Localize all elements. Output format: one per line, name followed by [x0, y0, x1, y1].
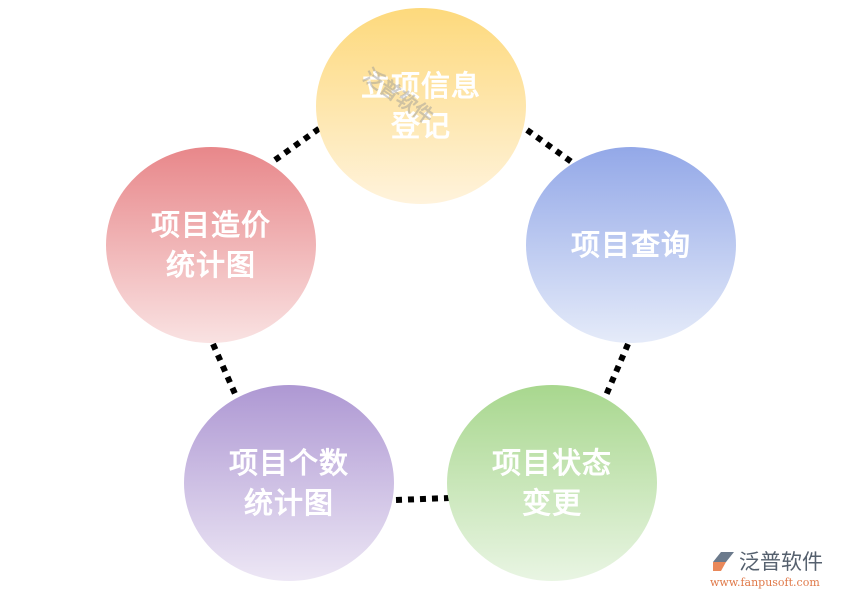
- logo-url: www.fanpusoft.com: [710, 576, 820, 589]
- node-cost-chart: 项目造价 统计图: [106, 147, 316, 343]
- node-label: 立项信息 登记: [360, 69, 481, 143]
- node-project-registration: 立项信息 登记: [316, 8, 526, 204]
- node-label: 项目个数 统计图: [228, 446, 349, 520]
- brand-logo: 泛普软件 www.fanpusoft.com: [710, 546, 823, 589]
- node-label: 项目状态 变更: [491, 446, 612, 520]
- connector-right-bottom: [601, 342, 631, 402]
- logo-icon: [713, 552, 734, 571]
- node-label: 项目查询: [570, 228, 691, 262]
- logo-name: 泛普软件: [739, 550, 823, 574]
- connector-bottom: [395, 495, 450, 503]
- node-project-query: 项目查询: [526, 147, 736, 343]
- connector-top-left: [273, 125, 322, 163]
- node-status-change: 项目状态 变更: [447, 385, 657, 581]
- connector-left-bottom: [210, 342, 239, 398]
- connector-top-right: [525, 127, 575, 166]
- node-label: 项目造价 统计图: [150, 208, 271, 282]
- node-count-chart: 项目个数 统计图: [184, 385, 394, 581]
